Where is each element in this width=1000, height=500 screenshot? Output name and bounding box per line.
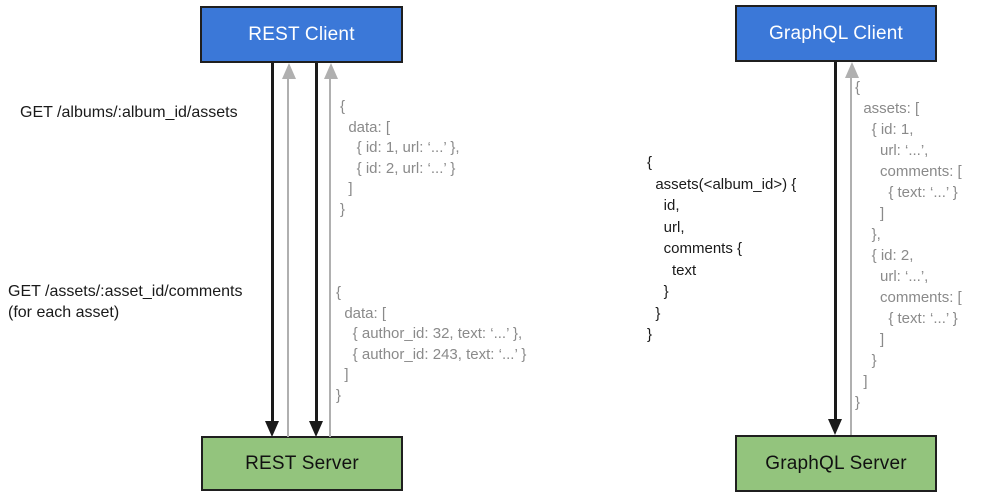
arrow-up-icon bbox=[324, 63, 338, 79]
arrow-down-icon bbox=[309, 421, 323, 437]
graphql-server-box: GraphQL Server bbox=[735, 435, 937, 492]
graphql-client-label: GraphQL Client bbox=[768, 22, 904, 44]
graphql-response-json: { assets: [ { id: 1, url: ‘...’, comment… bbox=[855, 79, 962, 411]
rest-response-1-json: { data: [ { id: 1, url: ‘...’ }, { id: 2… bbox=[340, 98, 460, 218]
rest-server-box: REST Server bbox=[201, 436, 403, 491]
arrow-shaft bbox=[850, 78, 852, 435]
arrow-up-icon bbox=[845, 62, 859, 78]
arrow-shaft bbox=[287, 78, 289, 437]
rest-response-2-json: { data: [ { author_id: 32, text: ‘...’ }… bbox=[336, 284, 527, 404]
arrow-shaft bbox=[329, 78, 331, 437]
arrow-shaft bbox=[833, 62, 837, 419]
graphql-server-label: GraphQL Server bbox=[765, 452, 907, 474]
rest-request-2-label: GET /assets/:asset_id/comments (for each… bbox=[8, 283, 243, 321]
arrow-down-icon bbox=[828, 419, 842, 435]
arrow-shaft bbox=[270, 63, 274, 421]
graphql-query-text: { assets(<album_id>) { id, url, comments… bbox=[647, 154, 797, 343]
arrow-up-icon bbox=[282, 63, 296, 79]
graphql-client-box: GraphQL Client bbox=[735, 5, 937, 62]
rest-client-label: REST Client bbox=[248, 23, 355, 45]
rest-client-box: REST Client bbox=[200, 6, 403, 63]
arrow-down-icon bbox=[265, 421, 279, 437]
rest-server-label: REST Server bbox=[245, 452, 359, 474]
rest-request-1-label: GET /albums/:album_id/assets bbox=[20, 104, 238, 121]
arrow-shaft bbox=[314, 63, 318, 421]
